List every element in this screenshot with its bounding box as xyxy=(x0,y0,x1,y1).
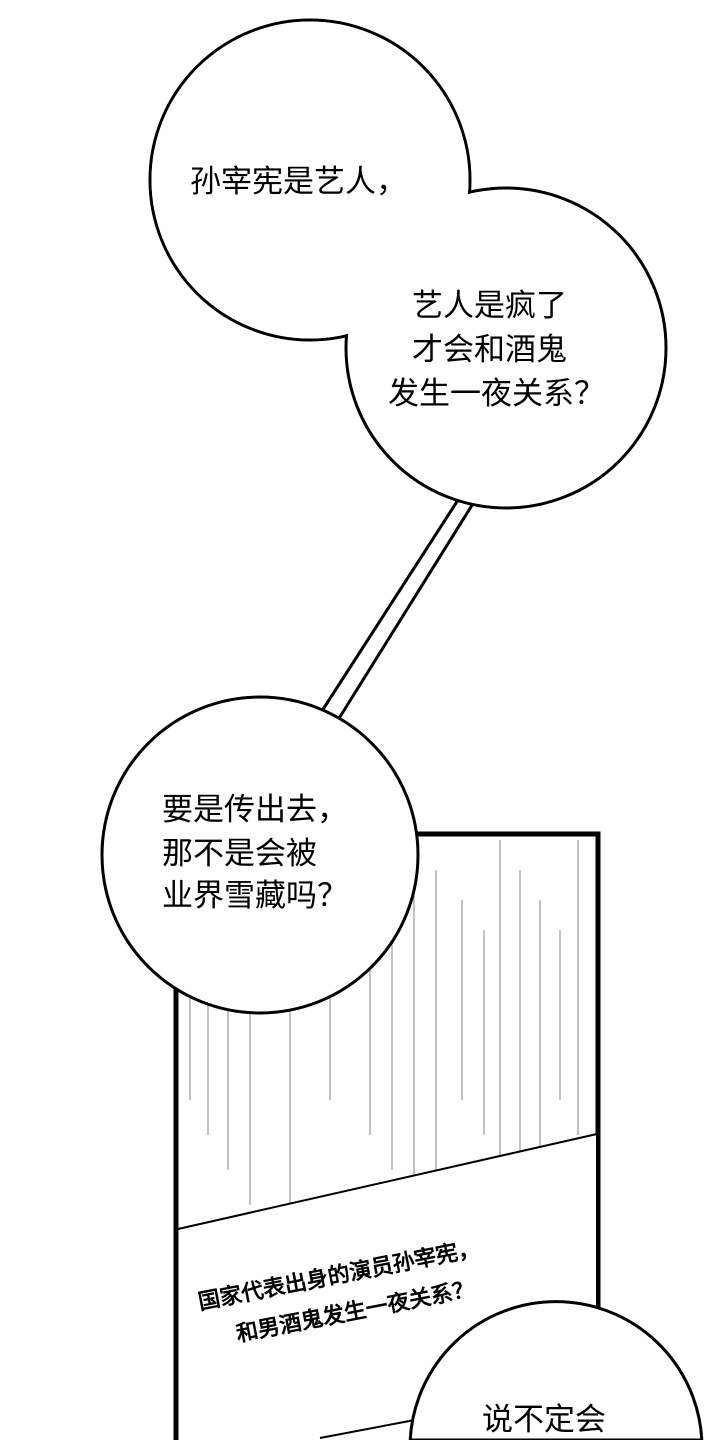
speech-bubble-middle xyxy=(100,695,420,1015)
bubble-bottom-line1: 说不定会 xyxy=(482,1402,606,1438)
bubble-middle-line2: 那不是会被 xyxy=(162,836,317,872)
speech-bubble-tail xyxy=(318,499,476,721)
speech-bubble-bottom xyxy=(408,1300,704,1440)
bubble-middle-line1: 要是传出去， xyxy=(162,792,348,828)
bubble-top-line3: 才会和酒鬼 xyxy=(412,332,567,368)
bubble-top-line1: 孙宰宪是艺人， xyxy=(190,164,407,200)
panel-divider-line xyxy=(177,1133,598,1230)
bubble-top-line2: 艺人是疯了 xyxy=(412,288,567,324)
bubble-top-line4: 发生一夜关系？ xyxy=(388,376,605,412)
speech-bubble-top xyxy=(148,18,668,510)
bubble-middle-line3: 业界雪藏吗？ xyxy=(162,878,348,914)
